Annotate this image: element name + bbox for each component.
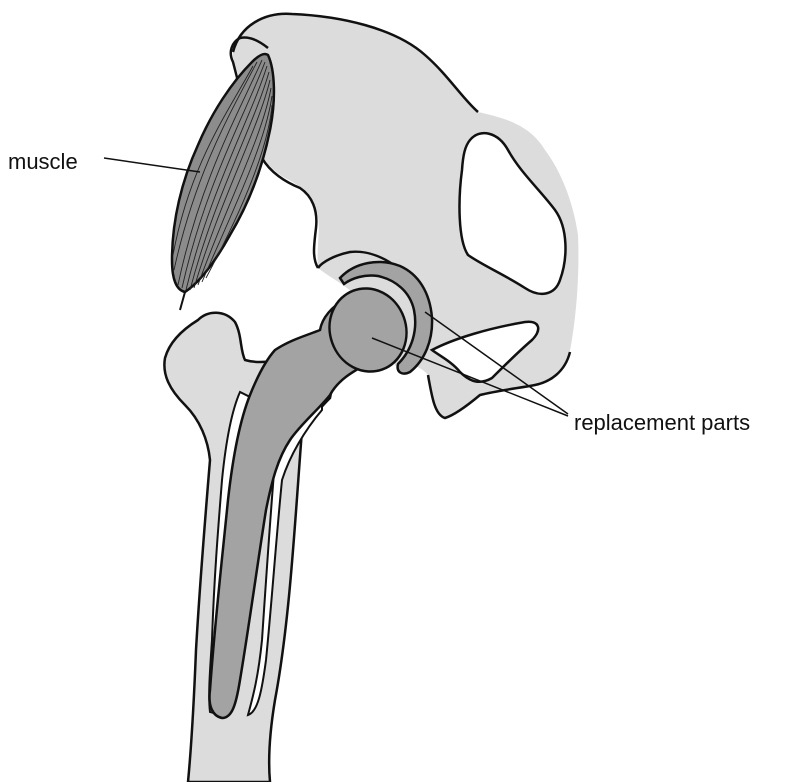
label-replacement-parts: replacement parts bbox=[574, 412, 750, 434]
label-muscle: muscle bbox=[8, 151, 78, 173]
muscle-tendon bbox=[180, 292, 185, 310]
leader-line-muscle bbox=[104, 158, 200, 172]
muscle bbox=[172, 54, 274, 310]
